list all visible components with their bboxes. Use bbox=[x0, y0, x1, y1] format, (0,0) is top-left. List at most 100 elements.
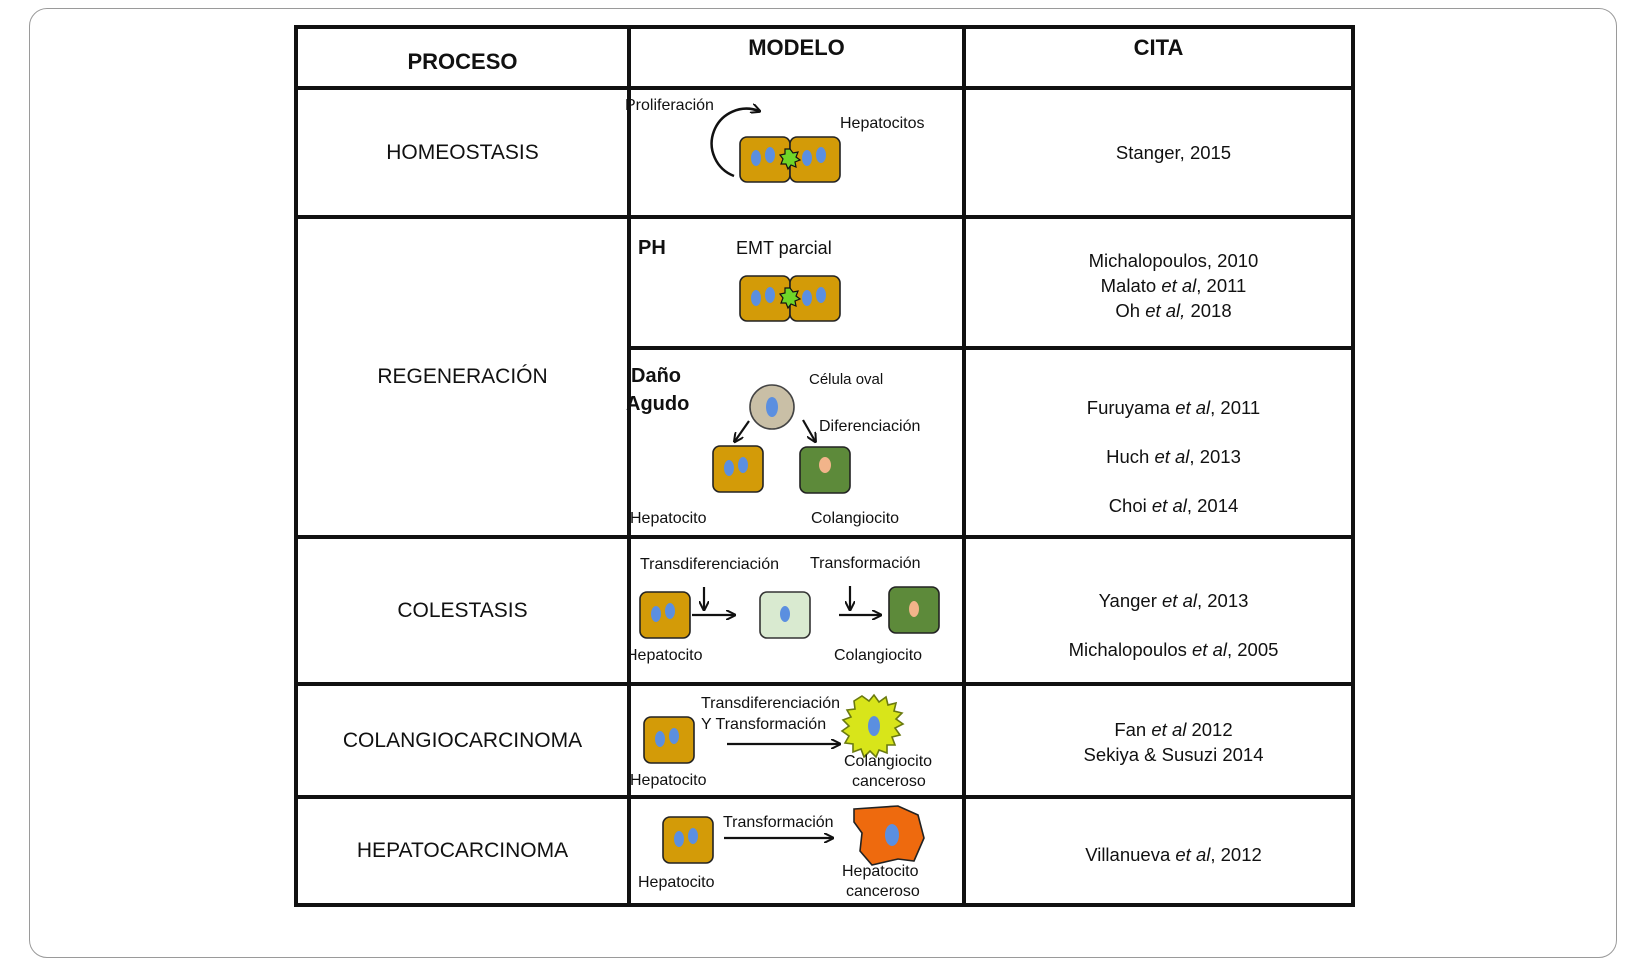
proceso-homeostasis: HOMEOSTASIS bbox=[386, 140, 539, 164]
model-diagrams bbox=[639, 25, 940, 866]
label-y-transformacion: Y Transformación bbox=[701, 716, 827, 733]
nucleus bbox=[751, 290, 761, 306]
colestasis-model bbox=[639, 586, 940, 639]
label-hepatocito: Hepatocito bbox=[630, 510, 707, 527]
citation: Michalopoulos et al, 2005 bbox=[1068, 639, 1279, 660]
citation: Oh et al, 2018 bbox=[1115, 300, 1232, 321]
cita-ph: Michalopoulos, 2010 Malato et al, 2011 O… bbox=[996, 248, 1351, 323]
nucleus bbox=[802, 150, 812, 166]
table-border-top bbox=[294, 25, 1355, 29]
nucleus bbox=[674, 831, 684, 847]
cita-colestasis: Yanger et al, 2013 Michalopoulos et al, … bbox=[996, 576, 1351, 674]
nucleus bbox=[688, 828, 698, 844]
row-divider bbox=[294, 86, 1355, 90]
citation: Choi et al, 2014 bbox=[1108, 495, 1239, 516]
label-celula-oval: Célula oval bbox=[809, 371, 884, 388]
nucleus bbox=[655, 731, 665, 747]
label-transformacion: Transformación bbox=[810, 555, 921, 572]
header-modelo: MODELO bbox=[748, 35, 845, 60]
cita-hepatocarcinoma: Villanueva et al, 2012 bbox=[996, 842, 1351, 867]
row-divider bbox=[294, 535, 1355, 539]
cell-junction bbox=[778, 148, 802, 171]
header-proceso: PROCESO bbox=[407, 48, 518, 74]
citation: Malato et al, 2011 bbox=[1100, 275, 1247, 296]
hepatocyte-cell bbox=[712, 445, 764, 493]
cell-junction bbox=[778, 287, 802, 310]
dano-agudo-model bbox=[712, 384, 851, 494]
nucleus bbox=[766, 397, 778, 417]
header-cita: CITA bbox=[1133, 35, 1184, 60]
proceso-hepatocarcinoma: HEPATOCARCINOMA bbox=[356, 839, 569, 862]
label-dano: Daño bbox=[631, 365, 681, 387]
label-hepatocito: Hepatocito bbox=[630, 772, 707, 789]
proliferation-arrow bbox=[710, 109, 759, 178]
table-border-bottom bbox=[294, 903, 1355, 907]
label-ph: PH bbox=[638, 237, 666, 259]
row-divider bbox=[294, 215, 1355, 219]
citation: Fan et al 2012 bbox=[1114, 719, 1233, 740]
hepatocyte-cell bbox=[639, 591, 691, 639]
nucleus bbox=[885, 824, 899, 846]
col-divider bbox=[962, 25, 966, 907]
nucleus bbox=[868, 716, 880, 736]
nucleus bbox=[669, 728, 679, 744]
nucleus bbox=[751, 150, 761, 166]
label-diferenciacion: Diferenciación bbox=[819, 418, 921, 435]
row-divider bbox=[629, 346, 1355, 350]
label-hepatocito: Hepatocito bbox=[842, 863, 919, 880]
differentiation-arrow bbox=[735, 420, 750, 441]
proceso-colestasis: COLESTASIS bbox=[397, 598, 528, 622]
nucleus bbox=[819, 457, 831, 473]
label-hepatocitos: Hepatocitos bbox=[840, 115, 925, 132]
citation: Stanger, 2015 bbox=[1115, 142, 1232, 163]
label-canceroso: canceroso bbox=[846, 883, 920, 900]
citation: Yanger et al, 2013 bbox=[1098, 590, 1249, 611]
cita-colangiocarcinoma: Fan et al 2012 Sekiya & Susuzi 2014 bbox=[996, 717, 1351, 767]
nucleus bbox=[816, 147, 826, 163]
citation: Huch et al, 2013 bbox=[1106, 446, 1241, 467]
label-proliferacion: Proliferación bbox=[625, 97, 714, 114]
label-hepatocito: Hepatocito bbox=[626, 647, 703, 664]
process-model-table: PROCESO MODELO CITA HOMEOSTASIS REGENERA… bbox=[294, 25, 1355, 953]
nucleus bbox=[802, 290, 812, 306]
citation: Michalopoulos, 2010 bbox=[1088, 250, 1259, 271]
hepatocyte-cell bbox=[643, 716, 695, 764]
hepatocarcinoma-model bbox=[662, 805, 925, 866]
nucleus bbox=[665, 603, 675, 619]
nucleus bbox=[738, 457, 748, 473]
label-transdiferenciacion: Transdiferenciación bbox=[640, 556, 780, 573]
hepatocyte-cell bbox=[662, 816, 714, 864]
col-divider bbox=[1351, 25, 1355, 907]
label-agudo: Agudo bbox=[626, 393, 690, 415]
label-emt-parcial: EMT parcial bbox=[736, 238, 832, 258]
col-divider bbox=[627, 25, 631, 907]
citation: Furuyama et al, 2011 bbox=[1086, 397, 1261, 418]
row-divider bbox=[294, 682, 1355, 686]
proceso-colangiocarcinoma: COLANGIOCARCINOMA bbox=[342, 728, 583, 752]
row-divider bbox=[294, 795, 1355, 799]
label-colangiocito: Colangiocito bbox=[844, 753, 933, 770]
nucleus bbox=[909, 601, 919, 617]
citation: Villanueva et al, 2012 bbox=[1085, 844, 1262, 865]
proceso-regeneracion: REGENERACIÓN bbox=[377, 365, 548, 388]
nucleus bbox=[765, 287, 775, 303]
label-transformacion: Transformación bbox=[723, 814, 834, 831]
citation: Sekiya & Susuzi 2014 bbox=[1083, 744, 1264, 765]
nucleus bbox=[780, 606, 790, 622]
label-transdiferenciacion: Transdiferenciación bbox=[701, 695, 841, 712]
colangiocarcinoma-model bbox=[643, 693, 905, 764]
nucleus bbox=[816, 287, 826, 303]
ph-model bbox=[739, 275, 841, 322]
homeostasis-model bbox=[710, 109, 841, 183]
nucleus bbox=[651, 606, 661, 622]
col-divider bbox=[294, 25, 298, 907]
label-colangiocito: Colangiocito bbox=[834, 647, 923, 664]
nucleus bbox=[765, 147, 775, 163]
label-colangiocito: Colangiocito bbox=[811, 510, 900, 527]
differentiation-arrow bbox=[802, 419, 815, 441]
cita-dano-agudo: Furuyama et al, 2011 Huch et al, 2013 Ch… bbox=[996, 383, 1351, 530]
figure-frame bbox=[29, 8, 1617, 958]
label-hepatocito: Hepatocito bbox=[638, 874, 715, 891]
cita-homeostasis: Stanger, 2015 bbox=[996, 140, 1351, 165]
label-canceroso: canceroso bbox=[852, 773, 926, 790]
